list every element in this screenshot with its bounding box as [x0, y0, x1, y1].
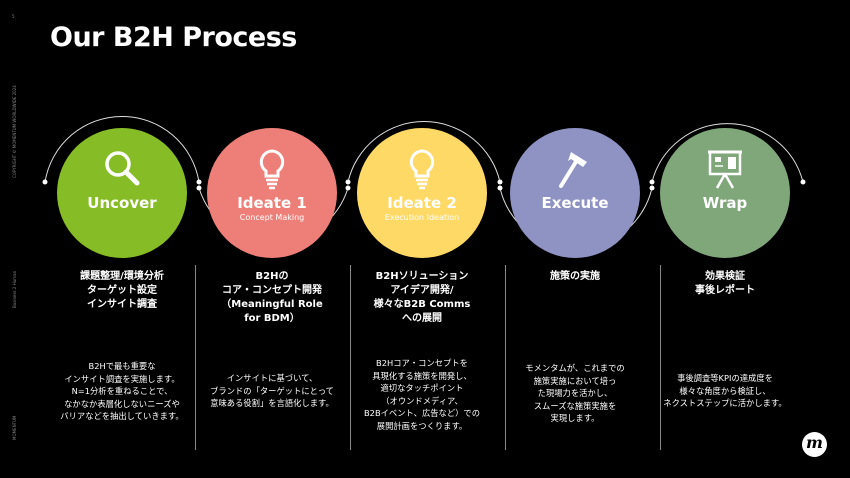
step-circle-execute: Execute: [510, 128, 640, 258]
step-column: B2Hの コア・コンセプト開発 （Meaningful Role for BDM…: [197, 270, 347, 408]
lightbulb-icon: [207, 146, 337, 190]
step-description: B2Hコア・コンセプトを 具現化する施策を開発し、 適切なタッチポイント （オウ…: [363, 358, 481, 431]
lightbulb-icon: [357, 146, 487, 190]
hammer-icon: [510, 146, 640, 190]
step-label: Ideate 2: [387, 194, 457, 212]
momentum-logo: m: [802, 432, 827, 457]
step-sublabel: Concept Making: [239, 213, 305, 222]
step-heading: 効果検証 事後レポート: [695, 271, 755, 296]
step-circle-wrap: Wrap: [660, 128, 790, 258]
step-heading: 課題整理/環境分析 ターゲット設定 インサイト調査: [80, 271, 164, 310]
step-description: モメンタムが、これまでの 施策実施において培っ た現場力を活かし、 スムーズな施…: [525, 363, 625, 423]
column-divider: [195, 265, 196, 450]
column-divider: [660, 265, 661, 450]
presentation-board-icon: [660, 146, 790, 190]
magnifier-icon: [57, 146, 187, 190]
step-sublabel: Execution Ideation: [384, 213, 460, 222]
step-column: 課題整理/環境分析 ターゲット設定 インサイト調査 B2Hで最も重要な インサイ…: [47, 270, 197, 421]
page-title: Our B2H Process: [50, 22, 297, 53]
step-description: 事後調査等KPIの達成度を 様々な角度から検証し、 ネクストステップに活かします…: [663, 373, 787, 408]
step-heading: B2Hの コア・コンセプト開発 （Meaningful Role for BDM…: [221, 271, 323, 324]
step-label: Uncover: [87, 194, 157, 212]
step-heading: B2Hソリューション アイデア開発/ 様々なB2B Comms への展開: [373, 271, 471, 324]
step-description: B2Hで最も重要な インサイト調査を実施します。 N=1分析を重ねることで、 な…: [60, 361, 184, 421]
page-number: 5: [12, 14, 15, 19]
step-description: インサイトに基づいて、 ブランドの「ターゲットにとって 意味ある役割」を言語化し…: [210, 373, 334, 408]
step-heading: 施策の実施: [550, 271, 600, 282]
column-divider: [350, 265, 351, 450]
step-circle-ideate-1: Ideate 1 Concept Making: [207, 128, 337, 258]
step-label: Execute: [541, 194, 609, 212]
step-circle-uncover: Uncover: [57, 128, 187, 258]
step-column: 施策の実施 モメンタムが、これまでの 施策実施において培っ た現場力を活かし、 …: [500, 270, 650, 423]
step-column: B2Hソリューション アイデア開発/ 様々なB2B Comms への展開 B2H…: [347, 270, 497, 431]
step-label: Wrap: [702, 194, 748, 212]
step-label: Ideate 1: [237, 194, 307, 212]
column-divider: [505, 265, 506, 450]
step-column: 効果検証 事後レポート 事後調査等KPIの達成度を 様々な角度から検証し、 ネク…: [650, 270, 800, 408]
step-circle-ideate-2: Ideate 2 Execution Ideation: [357, 128, 487, 258]
